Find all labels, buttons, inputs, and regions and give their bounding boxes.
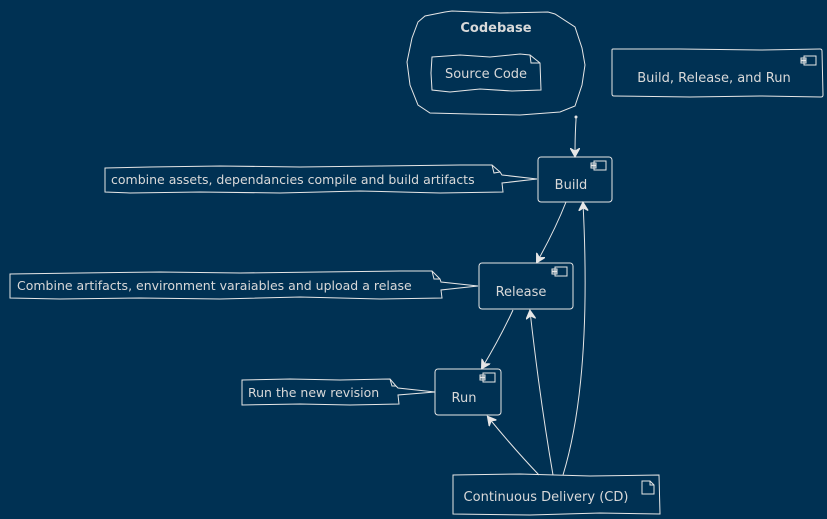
release-note-outline [9, 270, 479, 300]
cd-artifact[interactable]: Continuous Delivery (CD) [452, 473, 661, 516]
release-component[interactable]: Release [478, 262, 574, 310]
release-note-text: Combine artifacts, environment varaiable… [17, 278, 412, 293]
source-code-label: Source Code [445, 67, 527, 82]
component-icon [551, 266, 568, 277]
run-note-text: Run the new revision [248, 385, 379, 400]
legend-component[interactable]: Build, Release, and Run [611, 48, 824, 98]
cd-label: Continuous Delivery (CD) [464, 490, 629, 505]
run-note[interactable]: Run the new revision [241, 378, 436, 406]
legend-component-box [611, 48, 824, 98]
run-note-outline [241, 378, 436, 406]
build-note[interactable]: combine assets, dependancies compile and… [104, 164, 538, 194]
edge-cd-to-run [488, 417, 540, 476]
codebase-title: Codebase [460, 21, 531, 36]
release-label: Release [496, 285, 547, 300]
cd-artifact-box [452, 473, 661, 516]
artifact-icon [641, 480, 655, 495]
edges [482, 115, 585, 476]
legend-component-label: Build, Release, and Run [637, 71, 790, 86]
source-code-node[interactable]: Source Code [430, 53, 542, 93]
edge-start-dot [574, 115, 578, 119]
edge-cd-to-release [530, 311, 554, 476]
component-icon [479, 372, 496, 383]
run-label: Run [452, 391, 477, 406]
edge-build-to-release [537, 201, 567, 262]
build-component[interactable]: Build [537, 156, 613, 203]
edge-cd-to-build [562, 203, 585, 476]
build-note-outline [104, 164, 538, 194]
edge-codebase-to-build [575, 116, 576, 156]
build-label: Build [555, 178, 588, 193]
codebase-outline [406, 10, 586, 116]
build-note-text: combine assets, dependancies compile and… [111, 172, 475, 187]
file-fold-icon [529, 54, 540, 64]
component-icon [590, 160, 607, 171]
component-icon [800, 55, 817, 66]
edge-release-to-run [482, 309, 514, 368]
run-component[interactable]: Run [434, 368, 502, 416]
release-note[interactable]: Combine artifacts, environment varaiable… [9, 270, 479, 300]
file-icon [430, 53, 542, 93]
codebase-package[interactable]: Codebase Source Code [406, 10, 586, 116]
